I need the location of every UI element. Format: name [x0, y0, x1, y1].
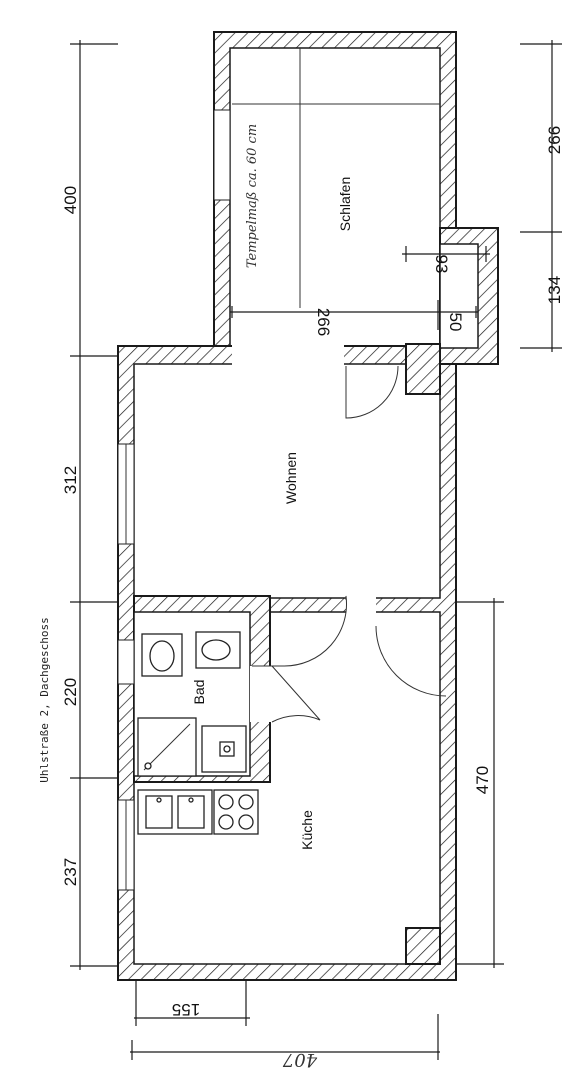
- faucet-left: [156, 797, 162, 803]
- washing-machine-dot: [223, 745, 231, 753]
- stove-burner-3: [218, 814, 234, 830]
- toilet-bowl: [149, 640, 175, 672]
- dim-312: 312: [61, 466, 80, 494]
- dim-155: 155: [172, 1000, 200, 1019]
- bad-door-opening: [250, 666, 272, 722]
- label-wohnen: Wohnen: [283, 452, 299, 504]
- dim-407: 407: [282, 1049, 318, 1068]
- label-kueche: Küche: [299, 810, 315, 850]
- stove-burner-1: [218, 794, 234, 810]
- dim-266-inner: 266: [314, 308, 333, 336]
- dim-220: 220: [61, 678, 80, 706]
- dim-237: 237: [61, 858, 80, 886]
- stove-burner-4: [238, 814, 254, 830]
- dim-400: 400: [61, 186, 80, 214]
- stove-burner-2: [238, 794, 254, 810]
- kueche-corner-block: [405, 927, 441, 965]
- window-bad: [117, 639, 135, 685]
- handwritten-note: Tempelmaß ca. 60 cm: [245, 124, 260, 268]
- dim-134: 134: [545, 276, 564, 304]
- dim-266-right: 266: [545, 126, 564, 154]
- dim-50: 50: [446, 313, 465, 332]
- wall-corner-block: [405, 343, 441, 395]
- bad-sink-basin: [201, 639, 231, 661]
- dim-470: 470: [473, 766, 492, 794]
- window-schlafen: [213, 109, 231, 201]
- dim-93: 93: [432, 255, 451, 274]
- door-wohnen-kueche-2: [375, 625, 447, 697]
- room-schlafen-floor: [229, 47, 441, 349]
- door-wohnen-kueche-1: [252, 595, 347, 667]
- address-caption: Uhlstraße 2, Dachgeschoss: [38, 617, 51, 783]
- door-bad: [271, 665, 321, 723]
- door-schlafen-wohnen: [345, 365, 399, 419]
- niche-floor: [439, 243, 479, 349]
- faucet-right: [188, 797, 194, 803]
- label-bad: Bad: [191, 680, 207, 705]
- schlafen-wohnen-opening: [232, 340, 344, 368]
- shower-drain: [144, 762, 152, 770]
- wohnen-door-gap: [346, 594, 376, 616]
- shower-diagonal: [143, 723, 191, 771]
- label-schlafen: Schlafen: [337, 177, 353, 231]
